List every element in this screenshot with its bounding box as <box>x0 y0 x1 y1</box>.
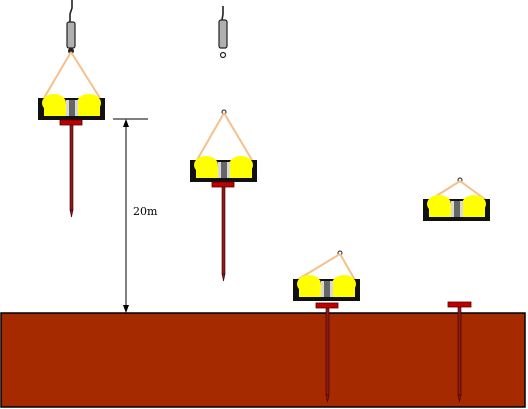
height-label: 20m <box>133 205 158 218</box>
drop-weight-3 <box>293 275 360 301</box>
rod-tip-4 <box>457 394 462 403</box>
crane-cable-2 <box>221 6 224 21</box>
rod-cap-3 <box>315 302 339 309</box>
rope-right-1 <box>70 51 101 99</box>
hook-ring-1 <box>68 48 74 54</box>
rod-cap-4 <box>447 301 472 308</box>
dimension-arrow-up <box>123 119 129 127</box>
height-dimension: 20m <box>113 118 158 313</box>
rod-tip-2 <box>221 273 226 282</box>
stage-3-impact <box>293 250 360 403</box>
rope-left-3 <box>296 253 341 281</box>
ground-rod-3 <box>325 307 330 396</box>
ground-rod-1 <box>69 124 74 211</box>
rope-right-2 <box>223 112 253 161</box>
drop-weight-4 <box>423 195 490 221</box>
rope-left-1 <box>43 51 72 99</box>
rod-cap-2 <box>211 181 235 188</box>
rod-cap-1 <box>59 119 83 126</box>
rope-left-2 <box>196 112 225 161</box>
stage-4-released <box>423 177 490 403</box>
dimension-arrow-down <box>123 305 129 313</box>
drop-weight-1 <box>38 94 105 120</box>
ground-rod-4 <box>457 306 462 396</box>
ground-rod-2 <box>221 186 226 275</box>
rod-tip-1 <box>69 209 74 218</box>
crane-cable-1 <box>69 0 73 22</box>
rope-right-3 <box>339 253 356 281</box>
hook-ring-2 <box>219 51 227 59</box>
drop-weight-2 <box>190 156 257 182</box>
ground <box>0 312 526 408</box>
rope-right-4 <box>459 180 487 201</box>
stage-1-lifted <box>38 0 105 218</box>
rod-tip-3 <box>325 394 330 403</box>
stage-2-falling <box>190 6 257 282</box>
crane-hook-2 <box>218 19 228 49</box>
crane-hook-1 <box>66 21 76 49</box>
